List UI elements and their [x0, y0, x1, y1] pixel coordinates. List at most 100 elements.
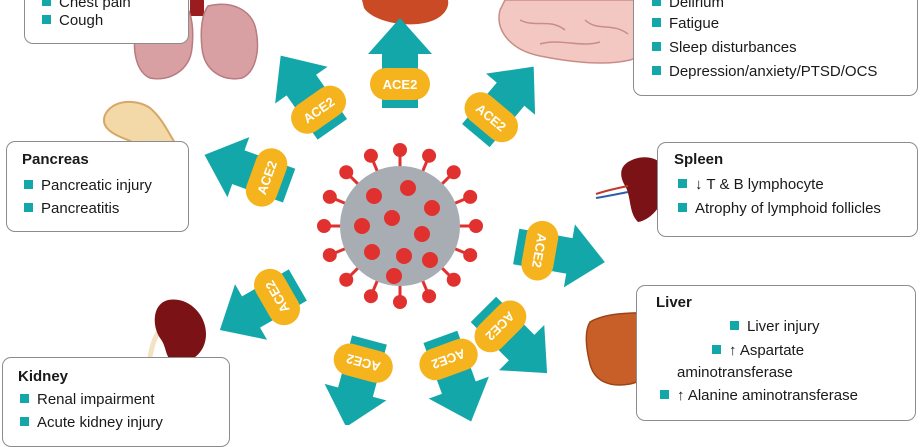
- kidney-title: Kidney: [18, 368, 69, 385]
- spike-tip: [393, 143, 407, 157]
- brain-item-fatigue: Fatigue: [652, 15, 719, 33]
- spike-tip: [446, 165, 461, 180]
- bullet-icon: [652, 66, 661, 75]
- bullet-icon: [42, 15, 51, 24]
- ace2-label: ACE2: [383, 77, 418, 92]
- arrow-4: ACE2: [419, 330, 489, 422]
- virus-dot: [422, 252, 438, 268]
- bullet-icon: [652, 42, 661, 51]
- spike-tip: [422, 289, 437, 304]
- spike-tip: [469, 219, 483, 233]
- liver-item-aspartate-continuation: aminotransferase: [677, 364, 793, 381]
- bullet-icon: [652, 18, 661, 27]
- spike-tip: [339, 165, 354, 180]
- brain-item-sleep: Sleep disturbances: [652, 39, 797, 57]
- bullet-icon: [660, 390, 669, 399]
- arrow-head: [368, 18, 432, 54]
- arrow-head: [204, 137, 250, 198]
- liver-title: Liver: [656, 294, 692, 311]
- ace2-pill: [254, 268, 301, 326]
- pancreas-item-pancreatitis: Pancreatitis: [24, 200, 119, 218]
- heart-icon: [362, 0, 449, 25]
- spleen-box: [657, 142, 918, 237]
- ace2-badge-right: ACE2: [521, 220, 559, 281]
- arrow-head: [324, 383, 387, 425]
- spike-tip: [363, 289, 378, 304]
- virus-dot: [384, 210, 400, 226]
- virus-dot: [364, 244, 380, 260]
- pancreas-item-injury: Pancreatic injury: [24, 177, 152, 195]
- virus-dot: [414, 226, 430, 242]
- arrow-6: ACE2: [219, 268, 307, 340]
- bullet-icon: [712, 345, 721, 354]
- ace2-badge-bottom-right: ACE2: [419, 338, 478, 381]
- spleen-title: Spleen: [674, 151, 724, 168]
- arrow-1: ACE2: [462, 66, 536, 148]
- ace2-badge-left: ACE2: [245, 148, 288, 207]
- ace2-pill: [521, 220, 559, 281]
- ace2-pill: [333, 343, 393, 383]
- spike-tip: [322, 189, 337, 204]
- virus-icon: [317, 143, 483, 309]
- kidney-item-aki: Acute kidney injury: [20, 414, 163, 432]
- bullet-icon: [24, 180, 33, 189]
- spleen-icon: [595, 157, 669, 222]
- liver-item-aspartate: ↑ Aspartate: [712, 342, 804, 360]
- bullet-icon: [42, 0, 51, 6]
- arrow-head: [563, 224, 605, 288]
- virus-dot: [366, 188, 382, 204]
- spike-tip: [339, 272, 354, 287]
- pancreas-box: [6, 141, 189, 232]
- spike-tip: [463, 189, 478, 204]
- arrow-head: [498, 324, 548, 374]
- brain-item-delirium: Delirium: [652, 0, 724, 12]
- arrow-7: ACE2: [204, 137, 296, 207]
- arrow-0: ACE2: [368, 18, 432, 108]
- arrow-8: ACE2: [275, 55, 348, 140]
- ace2-badge-lower-left: ACE2: [254, 268, 301, 326]
- ace2-badge-top: ACE2: [370, 68, 430, 100]
- arrow-head: [486, 66, 536, 115]
- ace2-label: ACE2: [529, 232, 550, 269]
- bullet-icon: [730, 321, 739, 330]
- spleen-item-lymphocyte: ↓ T & B lymphocyte: [678, 176, 824, 194]
- liver-item-injury: Liver injury: [730, 318, 820, 336]
- virus-dot: [354, 218, 370, 234]
- spike-tip: [317, 219, 331, 233]
- spike-tip: [446, 272, 461, 287]
- spike-tip: [363, 148, 378, 163]
- lungs-item-cough: Cough: [42, 12, 103, 30]
- arrow-head: [275, 55, 328, 104]
- bullet-icon: [24, 203, 33, 212]
- bullet-icon: [678, 179, 687, 188]
- virus-dot: [396, 248, 412, 264]
- arrow-5: ACE2: [324, 335, 393, 425]
- ace2-badge-upper-right: ACE2: [464, 92, 519, 143]
- liver-box: [636, 285, 916, 421]
- ace2-pill: [291, 85, 347, 134]
- kidney-item-renal: Renal impairment: [20, 391, 155, 409]
- virus-dot: [400, 180, 416, 196]
- spike-tip: [463, 248, 478, 263]
- ace2-pill: [370, 68, 430, 100]
- ace2-pill: [464, 92, 519, 143]
- spike-tip: [422, 148, 437, 163]
- arrow-head: [219, 284, 268, 340]
- spleen-item-atrophy: Atrophy of lymphoid follicles: [678, 200, 881, 218]
- liver-item-alanine: ↑ Alanine aminotransferase: [660, 387, 858, 405]
- virus-dot: [424, 200, 440, 216]
- bullet-icon: [652, 0, 661, 6]
- bullet-icon: [20, 394, 29, 403]
- arrow-2: ACE2: [513, 220, 605, 288]
- spike-tip: [393, 295, 407, 309]
- arrow-3: ACE2: [470, 296, 548, 374]
- lungs-item-chest-pain: Chest pain: [42, 0, 131, 12]
- spike-tip: [322, 248, 337, 263]
- bullet-icon: [678, 203, 687, 212]
- lungs-box: [24, 0, 189, 44]
- arrow-head: [428, 376, 489, 422]
- ace2-badge-bottom-left: ACE2: [333, 343, 393, 383]
- pancreas-title: Pancreas: [22, 151, 89, 168]
